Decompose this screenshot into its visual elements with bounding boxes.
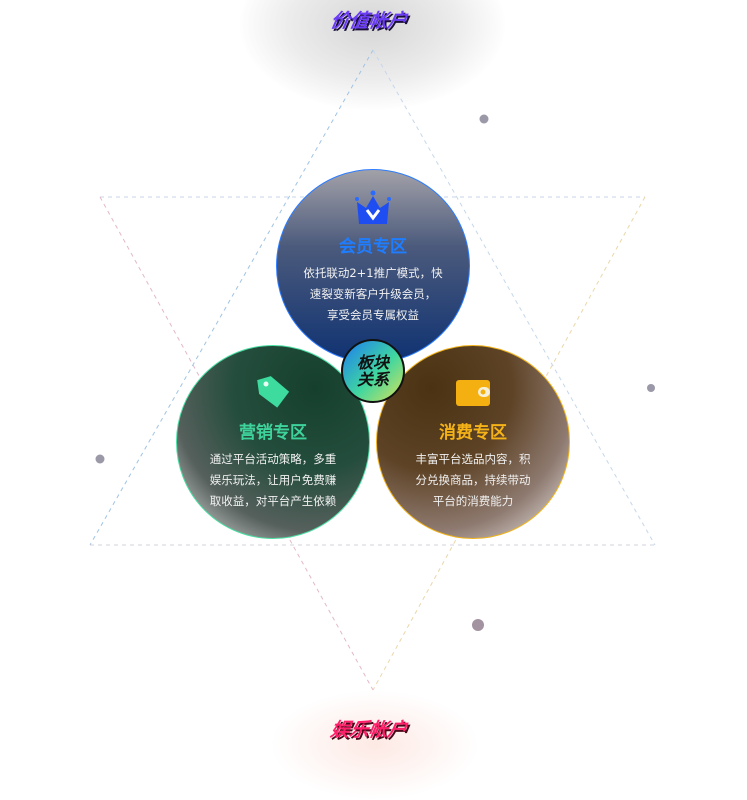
member-zone-desc-line: 依托联动2+1推广模式，快 [303, 266, 443, 280]
member-zone: 会员专区 依托联动2+1推广模式，快 速裂变新客户升级会员， 享受会员专属权益 [276, 169, 470, 363]
triangle-up-left-edge [89, 49, 374, 546]
marketing-zone-desc-line: 娱乐玩法，让用户免费赚 [209, 473, 337, 487]
consumption-zone-desc-line: 丰富平台选品内容，积 [415, 452, 531, 466]
member-zone-title: 会员专区 [339, 237, 407, 257]
marketing-zone-desc-line: 取收益，对平台产生依赖 [209, 494, 337, 508]
decor-dot [95, 454, 105, 464]
member-zone-desc-line: 速裂变新客户升级会员， [309, 287, 437, 301]
decor-dot [479, 114, 489, 124]
member-zone-desc-line: 享受会员专属权益 [327, 308, 419, 322]
consumption-zone-desc-line: 分兑换商品，持续带动 [415, 473, 531, 487]
marketing-zone-title: 营销专区 [239, 423, 307, 443]
value-account-label: 价值帐户 [328, 10, 409, 32]
consumption-zone-title: 消费专区 [439, 423, 507, 443]
price-tag-icon [257, 376, 290, 408]
consumption-zone-desc-line: 平台的消费能力 [432, 494, 514, 508]
consumption-zone: 消费专区 丰富平台选品内容，积 分兑换商品，持续带动 平台的消费能力 [376, 345, 570, 539]
marketing-zone-desc-line: 通过平台活动策略，多重 [209, 452, 337, 466]
entertainment-account-label: 娱乐帐户 [328, 719, 409, 741]
triangle-up-right-edge [372, 49, 656, 546]
sector-relation-badge: 板块 关系 [341, 339, 405, 403]
badge-line-2: 关系 [356, 370, 389, 389]
decor-dot [647, 384, 655, 392]
decor-dot [472, 619, 484, 631]
wallet-icon [456, 380, 490, 406]
marketing-zone: 营销专区 通过平台活动策略，多重 娱乐玩法，让用户免费赚 取收益，对平台产生依赖 [176, 345, 370, 539]
badge-line-1: 板块 [356, 353, 389, 372]
crown-icon [355, 190, 391, 224]
